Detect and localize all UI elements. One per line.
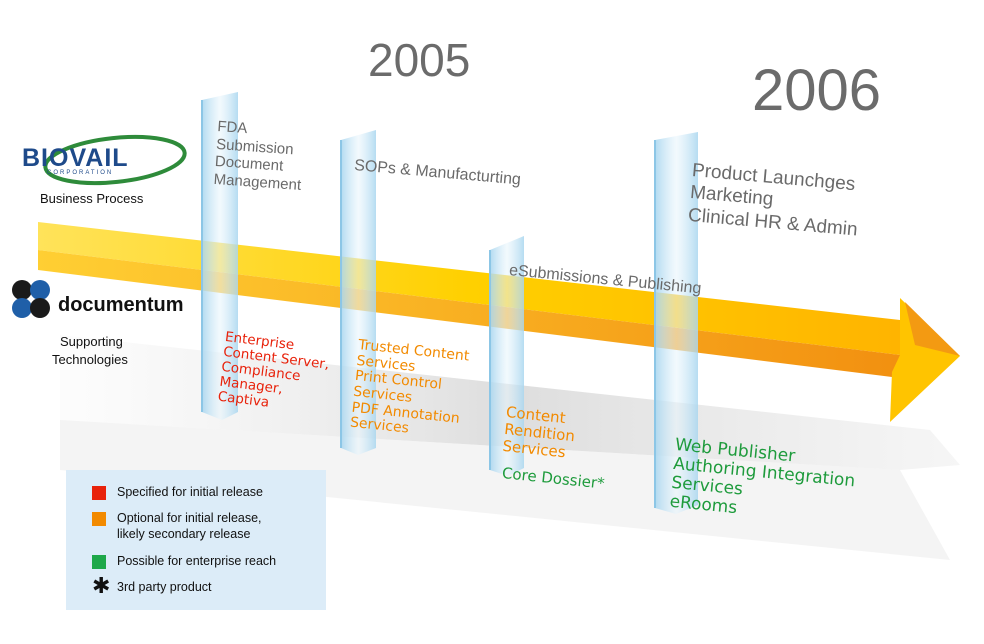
panel-sops xyxy=(340,130,376,455)
legend-swatch-red xyxy=(92,486,106,500)
tech-trusted-content-label: Trusted Content Services Print Control S… xyxy=(349,337,471,438)
legend-label-possible: Possible for enterprise reach xyxy=(117,554,277,568)
panel-esubmissions xyxy=(489,236,524,476)
legend-swatch-orange xyxy=(92,512,106,526)
documentum-logo-text: documentum xyxy=(58,294,184,316)
tech-content-rendition-label: Content Rendition Services xyxy=(501,403,576,461)
arrow-head-side xyxy=(905,302,960,356)
arrow-shadow-lower xyxy=(60,420,950,560)
arrow-shaft-top xyxy=(38,222,900,355)
year-2006: 2006 xyxy=(752,58,882,123)
panel-product xyxy=(654,132,698,514)
arrow-head xyxy=(890,298,960,422)
supporting-label-line1: Supporting xyxy=(60,334,123,349)
phase-fda-label: FDA Submission Document Management xyxy=(213,118,302,194)
panel-fda xyxy=(201,92,238,420)
asterisk-icon: ✱ xyxy=(92,573,111,598)
legend xyxy=(66,470,326,610)
biovail-logo-subtext: CORPORATION xyxy=(47,170,114,176)
documentum-logo-icon xyxy=(12,280,50,318)
biovail-swoosh xyxy=(43,134,187,186)
supporting-label-line2: Technologies xyxy=(52,352,128,367)
legend-label-third-party: 3rd party product xyxy=(117,580,212,594)
year-2005: 2005 xyxy=(368,34,471,86)
legend-label-specified: Specified for initial release xyxy=(117,485,263,499)
legend-label-optional: Optional for initial release, likely sec… xyxy=(117,511,262,541)
tech-enterprise-label: Enterprise Content Server, Compliance Ma… xyxy=(216,329,331,412)
biovail-logo-text: BIOVAIL xyxy=(22,144,129,172)
legend-swatch-green xyxy=(92,555,106,569)
business-process-label: Business Process xyxy=(40,191,144,206)
